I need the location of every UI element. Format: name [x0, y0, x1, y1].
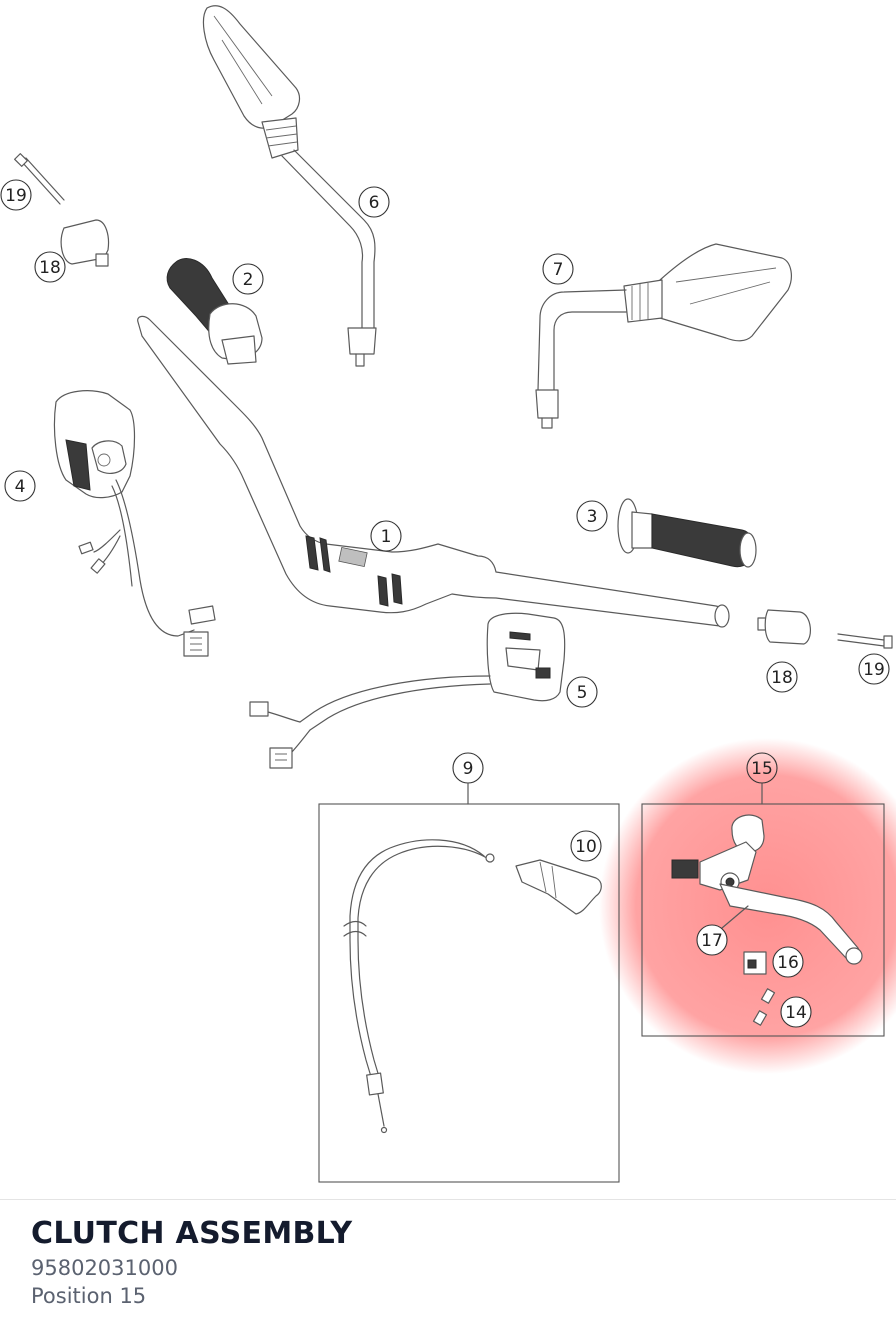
exploded-parts-diagram: 1 2 3 4 5 6 7 9 10 14 15 16 17 18 18 19 … — [0, 5, 896, 1183]
svg-text:2: 2 — [243, 270, 254, 290]
callout-16[interactable]: 16 — [772, 946, 804, 978]
callout-4[interactable]: 4 — [4, 470, 36, 502]
svg-text:1: 1 — [381, 527, 392, 547]
svg-text:9: 9 — [463, 759, 474, 779]
svg-text:16: 16 — [777, 953, 799, 973]
part-18-right-weight[interactable] — [757, 609, 811, 645]
svg-text:3: 3 — [587, 507, 598, 527]
callout-5[interactable]: 5 — [566, 676, 598, 708]
svg-text:7: 7 — [553, 260, 564, 280]
part-19-left-bolt[interactable] — [14, 153, 65, 205]
callout-1[interactable]: 1 — [370, 520, 402, 552]
callout-9[interactable]: 9 — [452, 752, 484, 784]
callout-2[interactable]: 2 — [232, 263, 264, 295]
svg-text:19: 19 — [5, 186, 27, 206]
part-16-clutch-switch[interactable] — [743, 951, 767, 975]
part-19-right-bolt[interactable] — [837, 633, 893, 649]
callout-18-right[interactable]: 18 — [766, 661, 798, 693]
callout-19-right[interactable]: 19 — [858, 653, 890, 685]
part-14-screws[interactable] — [752, 988, 776, 1026]
part-15-clutch-lever-assembly[interactable] — [671, 814, 863, 965]
callout-14[interactable]: 14 — [780, 996, 812, 1028]
part-10-cable-adjuster[interactable] — [515, 859, 602, 915]
leader-17 — [721, 905, 749, 929]
position-label: Position 15 — [31, 1284, 147, 1308]
part-info-panel: CLUTCH ASSEMBLY 95802031000 Position 15 — [31, 1214, 352, 1310]
callout-15[interactable]: 15 — [746, 752, 778, 784]
callout-17[interactable]: 17 — [696, 924, 728, 956]
svg-text:18: 18 — [39, 258, 61, 278]
part-number: 95802031000 — [31, 1256, 178, 1280]
assembly-title: CLUTCH ASSEMBLY — [31, 1216, 353, 1251]
part-6-left-mirror[interactable] — [202, 5, 377, 367]
part-3-right-grip[interactable] — [617, 498, 757, 568]
part-4-left-switch[interactable] — [53, 390, 216, 657]
kit-box-15 — [641, 803, 885, 1037]
section-divider — [0, 1199, 896, 1200]
callout-10[interactable]: 10 — [570, 830, 602, 862]
kit-box-9 — [318, 803, 620, 1183]
svg-text:6: 6 — [369, 193, 380, 213]
svg-text:17: 17 — [701, 931, 723, 951]
callout-3[interactable]: 3 — [576, 500, 608, 532]
callout-7[interactable]: 7 — [542, 253, 574, 285]
svg-text:14: 14 — [785, 1003, 807, 1023]
svg-text:10: 10 — [575, 837, 597, 857]
callout-6[interactable]: 6 — [358, 186, 390, 218]
svg-text:15: 15 — [751, 759, 773, 779]
callout-19-left[interactable]: 19 — [0, 179, 32, 211]
part-9-clutch-cable[interactable] — [343, 839, 495, 1134]
part-5-right-switch[interactable] — [249, 612, 566, 769]
svg-text:19: 19 — [863, 660, 885, 680]
part-2-left-grip[interactable] — [166, 258, 263, 365]
callout-18-left[interactable]: 18 — [34, 251, 66, 283]
part-7-right-mirror[interactable] — [535, 243, 792, 429]
part-1-handlebar[interactable] — [137, 315, 730, 628]
svg-text:4: 4 — [15, 477, 26, 497]
svg-text:18: 18 — [771, 668, 793, 688]
part-18-left-weight[interactable] — [60, 219, 110, 267]
svg-text:5: 5 — [577, 683, 588, 703]
